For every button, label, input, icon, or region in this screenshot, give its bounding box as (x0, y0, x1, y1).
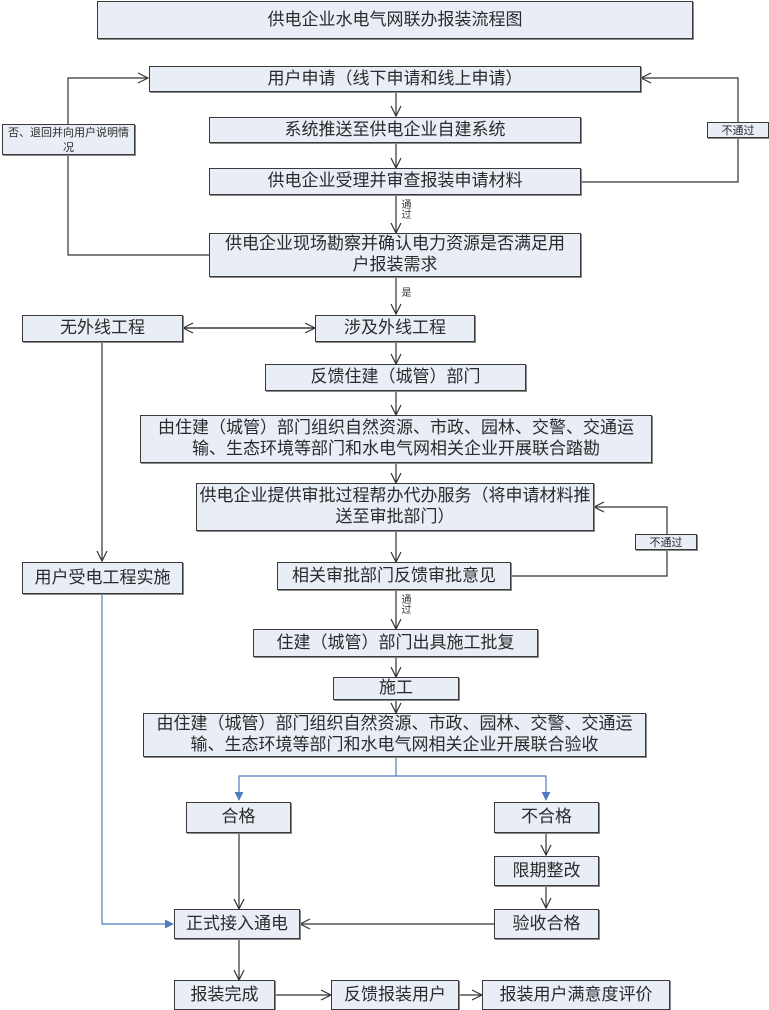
node-rectify: 限期整改 (494, 856, 599, 886)
node-review: 供电企业受理并审查报装申请材料 (209, 168, 581, 195)
label-fail-2: 不通过 (635, 534, 697, 550)
edge-survey-reject-loop (67, 78, 210, 256)
node-feedback-user-text: 反馈报装用户 (344, 984, 446, 1005)
node-joint-acceptance: 由住建（城管）部门组织自然资源、市政、园林、交警、交通运输、生态环境等部门和水电… (143, 713, 646, 757)
diagram-title: 供电企业水电气网联办报装流程图 (97, 1, 693, 39)
node-no-external: 无外线工程 (22, 315, 183, 342)
edge-label-pass-2: 通过 (399, 594, 410, 614)
node-agent-service-text: 供电企业提供审批过程帮办代办服务（将申请材料推送至审批部门） (199, 486, 591, 527)
node-approval-feedback: 相关审批部门反馈审批意见 (277, 562, 511, 590)
node-qualified-text: 合格 (221, 807, 256, 827)
node-joint-survey-text: 由住建（城管）部门组织自然资源、市政、园林、交警、交通运输、生态环境等部门和水电… (158, 418, 634, 459)
diagram-title-text: 供电企业水电气网联办报装流程图 (267, 9, 523, 30)
node-construction-text: 施工 (379, 678, 413, 698)
node-power-on-text: 正式接入通电 (186, 913, 288, 934)
node-power-on: 正式接入通电 (174, 909, 300, 939)
edge-acceptance-unqualified (396, 775, 551, 801)
node-survey: 供电企业现场勘察并确认电力资源是否满足用户报装需求 (209, 233, 581, 277)
node-unqualified: 不合格 (494, 802, 599, 833)
node-apply: 用户申请（线下申请和线上申请） (149, 66, 641, 92)
node-review-text: 供电企业受理并审查报装申请材料 (267, 171, 523, 191)
edge-label-yes: 是 (399, 287, 410, 297)
edge-userproject-poweron (101, 594, 174, 929)
node-construction-permit-text: 住建（城管）部门出具施工批复 (276, 632, 515, 653)
node-joint-acceptance-text: 由住建（城管）部门组织自然资源、市政、园林、交警、交通运输、生态环境等部门和水电… (156, 714, 633, 755)
node-feedback-housing: 反馈住建（城管）部门 (265, 364, 526, 391)
node-reject-explain-text: 否、退回并向用户说明情况 (8, 125, 129, 154)
node-satisfaction-text: 报装用户满意度评价 (499, 984, 653, 1005)
node-feedback-housing-text: 反馈住建（城管）部门 (310, 367, 481, 387)
node-external-text: 涉及外线工程 (344, 318, 446, 338)
label-fail-2-text: 不通过 (649, 535, 683, 549)
node-push-system: 系统推送至供电企业自建系统 (209, 117, 581, 143)
label-fail-1-text: 不通过 (721, 123, 755, 137)
node-satisfaction: 报装用户满意度评价 (482, 980, 670, 1010)
node-apply-text: 用户申请（线下申请和线上申请） (267, 68, 523, 89)
node-push-system-text: 系统推送至供电企业自建系统 (284, 119, 506, 140)
node-construction: 施工 (333, 677, 459, 700)
node-complete: 报装完成 (174, 980, 275, 1010)
node-feedback-user: 反馈报装用户 (331, 980, 459, 1010)
node-user-project: 用户受电工程实施 (22, 562, 183, 594)
node-complete-text: 报装完成 (190, 984, 259, 1005)
node-external: 涉及外线工程 (315, 315, 475, 342)
edge-label-pass-1: 通过 (399, 199, 410, 219)
node-unqualified-text: 不合格 (521, 807, 572, 827)
node-joint-survey: 由住建（城管）部门组织自然资源、市政、园林、交警、交通运输、生态环境等部门和水电… (140, 415, 652, 463)
node-no-external-text: 无外线工程 (60, 318, 145, 338)
node-survey-text: 供电企业现场勘察并确认电力资源是否满足用户报装需求 (225, 234, 565, 275)
node-approval-feedback-text: 相关审批部门反馈审批意见 (292, 565, 496, 586)
edge-acceptance-qualified (234, 775, 396, 801)
node-reject-explain: 否、退回并向用户说明情况 (2, 124, 135, 155)
node-accept-ok-text: 验收合格 (512, 913, 581, 934)
node-qualified: 合格 (186, 802, 291, 833)
node-construction-permit: 住建（城管）部门出具施工批复 (253, 629, 538, 657)
node-rectify-text: 限期整改 (512, 860, 581, 881)
label-fail-1: 不通过 (707, 122, 769, 138)
node-agent-service: 供电企业提供审批过程帮办代办服务（将申请材料推送至审批部门） (196, 483, 594, 531)
node-accept-ok: 验收合格 (494, 909, 599, 939)
node-user-project-text: 用户受电工程实施 (34, 567, 171, 588)
